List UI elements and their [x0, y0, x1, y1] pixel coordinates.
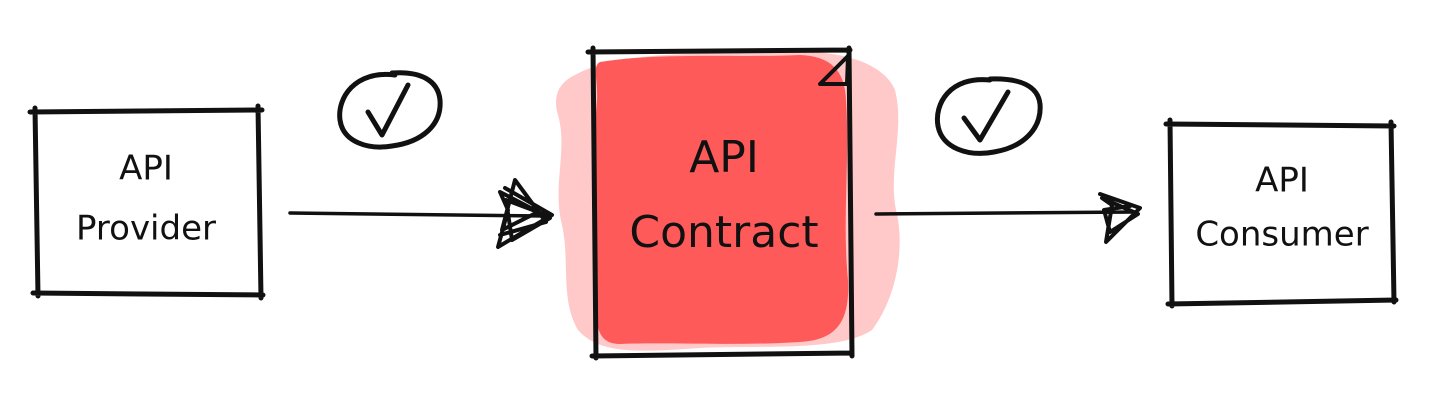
check-icon	[337, 70, 443, 150]
consumer-node: API Consumer	[1163, 117, 1399, 309]
provider-box	[27, 103, 266, 301]
provider-label-line1: API	[119, 149, 173, 189]
contract-fill	[594, 55, 849, 344]
contract-label-line2: Contract	[629, 207, 818, 258]
check-icon	[934, 76, 1043, 156]
provider-label-line2: Provider	[76, 209, 216, 249]
contract-node: API Contract	[555, 45, 900, 361]
arrow-provider-to-contract	[288, 178, 554, 249]
arrow-contract-to-consumer	[874, 192, 1142, 244]
consumer-label-line2: Consumer	[1195, 215, 1368, 255]
contract-label-line1: API	[689, 132, 759, 183]
provider-node: API Provider	[27, 103, 266, 301]
consumer-label-line1: API	[1255, 161, 1309, 201]
